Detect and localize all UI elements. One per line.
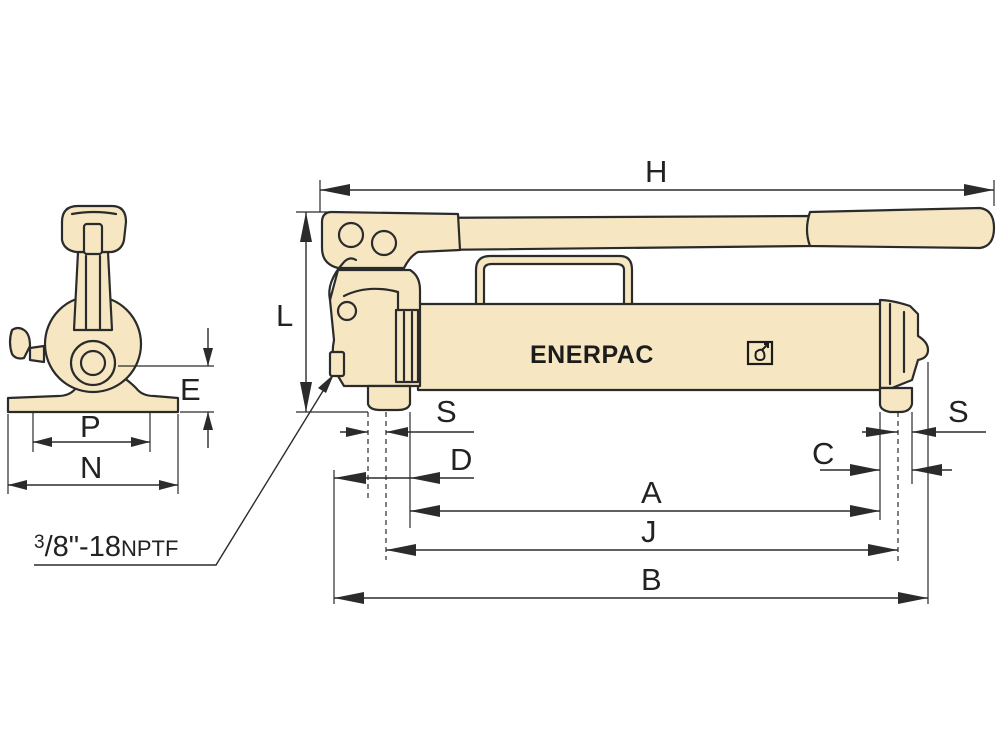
brand-logo-text: ENERPAC — [530, 341, 654, 369]
release-valve-knob — [28, 344, 46, 364]
port-thread-type: NPTF — [121, 536, 178, 561]
front-view: ENERPAC — [320, 206, 996, 414]
right-foot — [878, 386, 914, 414]
pump-handle — [398, 214, 812, 254]
end-view-port — [79, 349, 107, 377]
dim-label-H: H — [645, 154, 667, 189]
carry-handle — [474, 254, 634, 308]
left-foot — [366, 384, 412, 412]
dim-label-S-right: S — [948, 394, 969, 429]
dim-label-L: L — [276, 298, 293, 333]
dim-label-A: A — [641, 475, 662, 510]
pressure-port-boss — [328, 350, 346, 378]
linkage-pin-1 — [337, 221, 365, 249]
reservoir-flange — [394, 308, 420, 384]
port-fraction-rest: /8"-18 — [45, 531, 121, 563]
dim-label-E: E — [180, 372, 201, 407]
dim-label-N: N — [80, 450, 102, 485]
release-valve-handle — [8, 326, 32, 360]
port-fraction-numerator: 3 — [34, 532, 45, 553]
dim-label-D: D — [450, 442, 472, 477]
port-callout: 3/8"-18NPTF — [34, 374, 334, 566]
front-view-dimensions: H L S D S C — [276, 154, 995, 604]
end-view-dimensions: E P N — [7, 328, 214, 494]
end-view-handle — [72, 250, 114, 332]
dim-label-S-left: S — [436, 394, 457, 429]
end-view — [6, 204, 180, 414]
dim-label-B: B — [641, 562, 662, 597]
dim-label-P: P — [80, 409, 101, 444]
dim-label-C: C — [812, 436, 834, 471]
brand-logo-mark — [746, 340, 774, 366]
port-thread-label: 3/8"-18NPTF — [34, 531, 178, 563]
dim-label-J: J — [641, 514, 657, 549]
pump-handle-grip — [805, 206, 996, 250]
linkage-pin-2 — [370, 229, 398, 257]
pump-body-pin — [336, 300, 358, 322]
